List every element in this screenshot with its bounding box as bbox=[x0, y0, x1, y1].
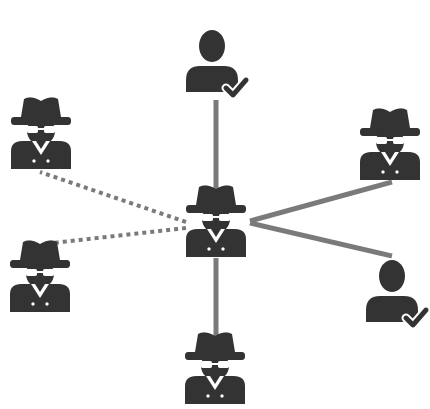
spy-icon bbox=[186, 185, 246, 257]
verified-user-icon bbox=[366, 260, 426, 325]
spy-icon bbox=[10, 240, 70, 312]
spy-icon bbox=[11, 97, 71, 169]
node-lower-left-spy-icon bbox=[10, 240, 70, 312]
node-center-spy-icon bbox=[186, 185, 246, 257]
node-lower-right-verified-user-icon bbox=[366, 260, 426, 325]
node-upper-left-spy-icon bbox=[11, 97, 71, 169]
edge-center-to-upper-right-solid bbox=[249, 179, 393, 224]
verified-user-icon bbox=[186, 30, 246, 95]
node-bottom-spy-icon bbox=[185, 332, 245, 404]
edge-center-to-upper-left-dotted bbox=[39, 170, 187, 224]
edge-center-to-lower-right-solid bbox=[249, 220, 393, 259]
node-upper-right-spy-icon bbox=[360, 108, 420, 180]
node-top-verified-user-icon bbox=[186, 30, 246, 95]
spy-icon bbox=[360, 108, 420, 180]
spy-icon bbox=[185, 332, 245, 404]
edge-center-to-lower-left-dotted bbox=[43, 226, 187, 246]
